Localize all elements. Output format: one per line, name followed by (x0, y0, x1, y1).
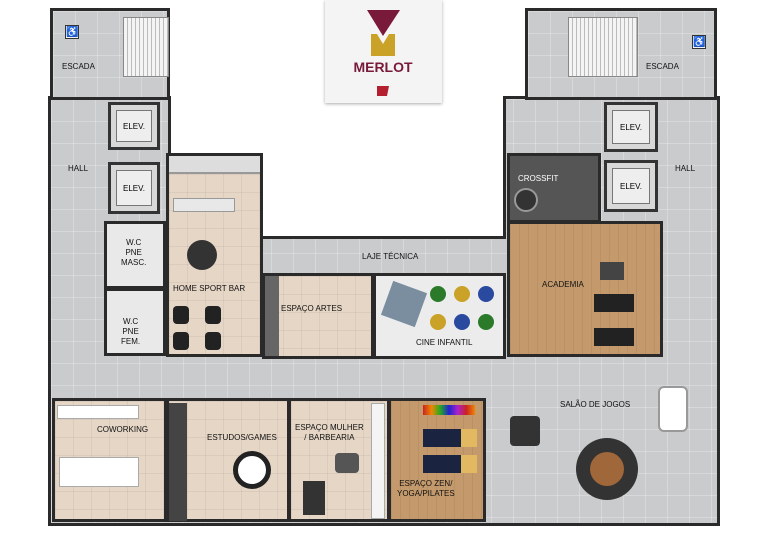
elevator: ELEV. (108, 162, 160, 214)
estudos-games: ESTUDOS/GAMES (166, 398, 290, 522)
tent (380, 280, 428, 328)
kitchen-counter (169, 156, 260, 174)
espaco-mulher-barbearia: ESPAÇO MULHER / BARBEARIA (288, 398, 390, 522)
stair-tower-right: ♿ (525, 8, 717, 100)
wc-fem: W.C PNE FEM. (104, 288, 166, 356)
cine-infantil: CINE INFANTIL (373, 273, 506, 359)
coworking: COWORKING (52, 398, 167, 522)
salao-de-jogos: SALÃO DE JOGOS (486, 386, 716, 522)
air-hockey-table (658, 386, 688, 432)
laje-tecnica-label: LAJE TÉCNICA (362, 252, 419, 261)
home-sport-bar: HOME SPORT BAR (166, 153, 263, 357)
meeting-table (59, 457, 139, 487)
stair-label-left: ESCADA (62, 62, 95, 71)
staircase (568, 17, 638, 77)
staircase (123, 17, 169, 77)
stair-label-right: ESCADA (646, 62, 679, 71)
wheelchair-icon: ♿ (65, 25, 79, 39)
crossfit: CROSSFIT (507, 153, 601, 223)
svg-text:MERLOT: MERLOT (353, 59, 413, 75)
stair-tower-left: ♿ (50, 8, 170, 100)
bar-counter (173, 198, 235, 212)
merlot-logo: MERLOT (325, 0, 442, 103)
hall-label-left: HALL (68, 164, 89, 173)
elevator: ELEV. (604, 160, 658, 212)
game-table (187, 240, 217, 270)
wheelchair-icon: ♿ (692, 35, 706, 49)
espaco-zen-yoga-pilates: ESPAÇO ZEN/ YOGA/PILATES (388, 398, 486, 522)
hall-label-right: HALL (675, 164, 696, 173)
logo-mark: MERLOT (353, 10, 413, 96)
elevator: ELEV. (108, 102, 160, 150)
academia: ACADEMIA (507, 221, 663, 357)
elevator: ELEV. (604, 102, 658, 152)
wc-masc: W.C PNE MASC. (104, 221, 166, 289)
espaco-artes: ESPAÇO ARTES (262, 273, 374, 359)
art-counter (265, 276, 279, 356)
